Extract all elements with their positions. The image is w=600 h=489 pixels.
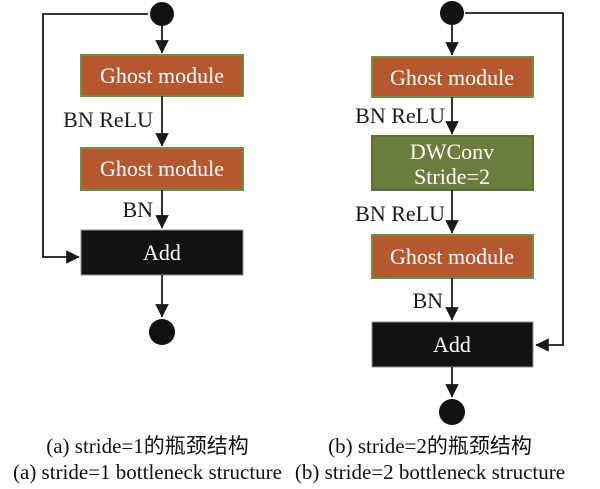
ghost-module-label: Ghost module	[100, 63, 224, 88]
add-box	[80, 229, 244, 276]
diagram-a-stride1: Ghost module BN ReLU Ghost module BN Add	[42, 2, 244, 345]
ghost-module-box	[80, 147, 244, 191]
caption-b: (b) stride=2的瓶颈结构 (b) stride=2 bottlenec…	[280, 433, 580, 485]
caption-b-zh: (b) stride=2的瓶颈结构	[328, 434, 532, 458]
bn-label: BN	[412, 288, 443, 313]
caption-a: (a) stride=1的瓶颈结构 (a) stride=1 bottlenec…	[0, 433, 295, 485]
bn-label: BN	[122, 197, 153, 222]
ghost-module-label: Ghost module	[390, 65, 514, 90]
skip-connection-line	[465, 12, 564, 352]
output-node	[439, 399, 465, 425]
caption-a-zh: (a) stride=1的瓶颈结构	[46, 434, 249, 458]
ghost-module-label: Ghost module	[390, 244, 514, 269]
input-node	[150, 2, 174, 26]
bn-relu-label: BN ReLU	[355, 201, 445, 226]
add-box	[371, 321, 534, 368]
ghost-module-box	[80, 54, 244, 97]
skip-connection-line	[42, 13, 148, 264]
bn-relu-label: BN ReLU	[63, 107, 153, 132]
dwconv-box	[371, 135, 534, 191]
bn-relu-label: BN ReLU	[355, 103, 445, 128]
input-node	[440, 1, 464, 25]
bottleneck-structure-diagram: Ghost module BN ReLU Ghost module BN Add…	[42, 1, 564, 425]
output-node	[149, 319, 175, 345]
dwconv-label-line2: Stride=2	[414, 164, 490, 189]
dwconv-label-line1: DWConv	[410, 139, 494, 164]
diagram-b-stride2: Ghost module BN ReLU DWConv Stride=2 BN …	[355, 1, 564, 425]
ghost-module-label: Ghost module	[100, 156, 224, 181]
caption-b-en: (b) stride=2 bottleneck structure	[294, 460, 566, 484]
add-label: Add	[143, 240, 181, 265]
caption-a-en: (a) stride=1 bottleneck structure	[13, 460, 282, 484]
add-label: Add	[433, 332, 471, 357]
